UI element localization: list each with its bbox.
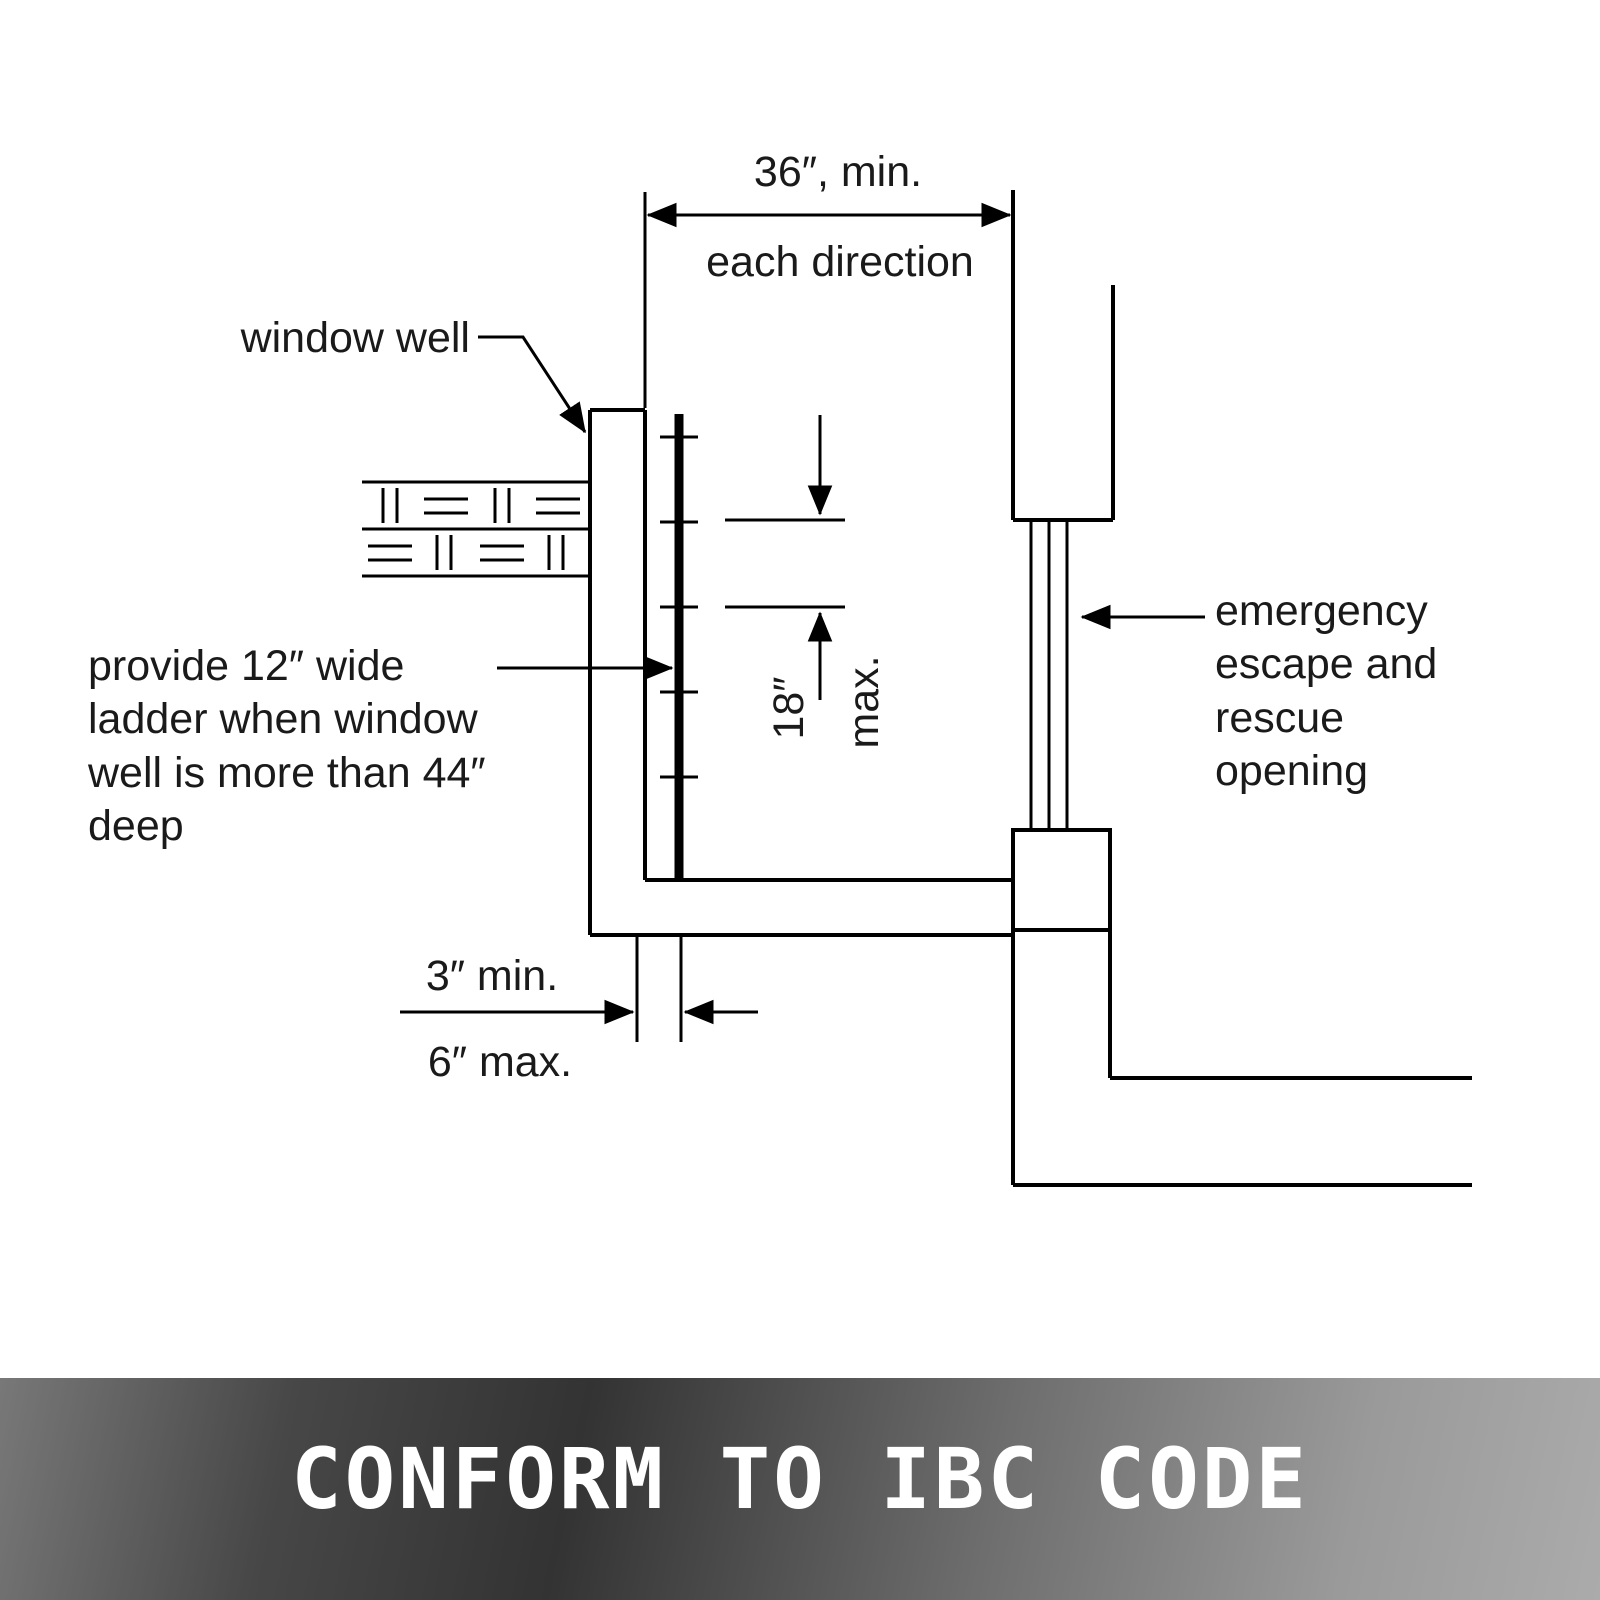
masonry-hatch (362, 480, 588, 578)
ibc-code-banner: CONFORM TO IBC CODE (0, 1378, 1600, 1600)
dimension-18-label: 18″ (765, 676, 814, 740)
window-sill-block (1011, 828, 1112, 932)
dimension-3min-label: 3″ min. (425, 952, 559, 1000)
top-dimension-36 (643, 192, 1012, 408)
rung-spacing-dimension (725, 415, 845, 700)
dimension-6max-label: 6″ max. (427, 1038, 573, 1086)
ladder-note-line-1: provide 12″ wide (88, 642, 405, 690)
dimension-36-label: 36″, min. (753, 148, 923, 196)
emergency-label-line-1: emergency (1215, 587, 1428, 635)
emergency-label-line-2: escape and (1215, 640, 1438, 689)
ladder (660, 414, 698, 880)
ladder-note: provide 12″ wide ladder when window well… (88, 640, 486, 853)
standoff-dimension (400, 937, 758, 1042)
ladder-note-line-3: well is more than 44″ (88, 748, 486, 797)
ibc-code-banner-text: CONFORM TO IBC CODE (291, 1430, 1309, 1528)
ladder-note-line-2: ladder when window (88, 695, 478, 744)
window-well-label: window well (240, 314, 470, 362)
emergency-opening-label: emergency escape and rescue opening (1215, 585, 1437, 798)
window-well-wall (588, 408, 1013, 937)
window-glazing (1029, 520, 1069, 830)
dimension-max-label: max. (840, 655, 889, 749)
window-well-leader-arrow (478, 335, 587, 434)
emergency-label-line-4: opening (1215, 746, 1369, 795)
emergency-label-line-3: rescue (1215, 693, 1345, 742)
ladder-note-line-4: deep (88, 801, 184, 850)
foundation (1011, 930, 1472, 1187)
each-direction-label: each direction (706, 238, 974, 286)
